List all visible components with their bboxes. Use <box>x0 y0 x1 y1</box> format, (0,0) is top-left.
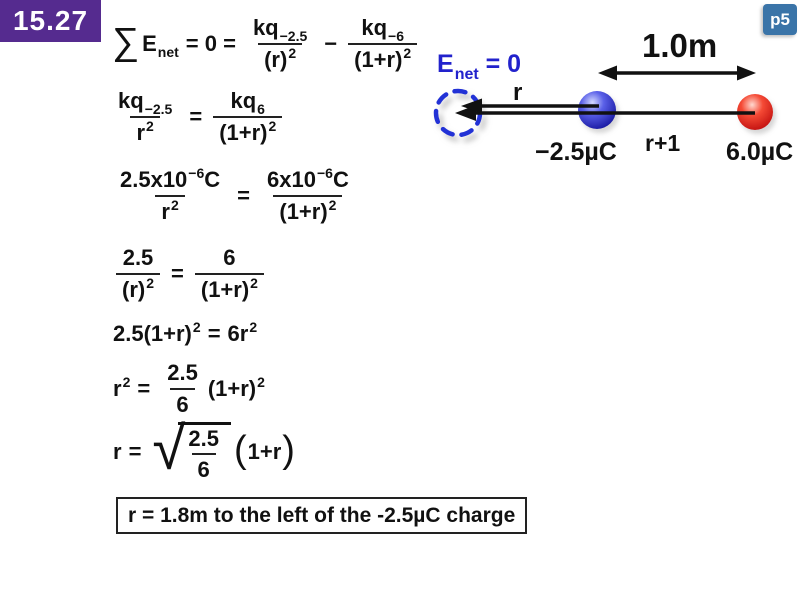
page-number-badge: p5 <box>763 4 797 35</box>
equation-square-root: r = √ 2.5 6 ( 1+r ) <box>113 415 295 482</box>
problem-number-badge: 15.27 <box>0 0 101 42</box>
fraction: 2.5x10−6C r2 <box>120 165 221 224</box>
equation-cross-multiplied: 2.5(1+r)2 = 6r2 <box>113 318 258 346</box>
fraction: kq−6 (1+r)2 <box>348 16 418 71</box>
r-distance-label: r <box>513 79 523 106</box>
summation-symbol: ∑ <box>112 21 140 63</box>
fraction: kq6 (1+r)2 <box>213 89 283 144</box>
equilibrium-point-circle <box>433 88 483 138</box>
fraction: kq−2.5 r2 <box>118 88 173 145</box>
negative-charge-label: −2.5µC <box>535 138 617 166</box>
equals-operator: = <box>237 182 251 208</box>
fraction: 2.5 (r)2 <box>116 246 161 301</box>
open-paren: ( <box>233 429 247 471</box>
equation-net-field: ∑ Enet = 0 = kq−2.5 (r)2 − kq−6 (1+r)2 <box>112 8 421 80</box>
equation-balance-kq: kq−2.5 r2 = kq6 (1+r)2 <box>108 84 286 150</box>
answer-box: r = 1.8m to the left of the -2.5µC charg… <box>116 497 528 534</box>
equals-operator: = <box>189 103 203 129</box>
positive-charge-label: 6.0µC <box>726 138 794 166</box>
radical-symbol: √ <box>152 415 186 482</box>
equals-operator: = <box>128 438 142 464</box>
equals-operator: = <box>137 375 151 401</box>
negative-charge-sphere <box>578 91 616 129</box>
r-arrow <box>461 98 599 114</box>
fraction: 2.5 6 <box>188 425 219 482</box>
equals-operator: = <box>207 320 221 346</box>
enet-zero-label: Enet = 0 <box>437 50 522 83</box>
fraction: 2.5 6 <box>167 360 198 417</box>
close-paren: ) <box>282 429 295 471</box>
separation-distance-label: 1.0m <box>642 27 718 64</box>
equation-r-squared: r2 = 2.5 6 (1+r)2 <box>113 360 265 417</box>
fraction: 6x10−6C (1+r)2 <box>267 165 349 224</box>
enet-term: Enet <box>142 30 179 60</box>
r-plus-one-label: r+1 <box>645 130 681 156</box>
r-plus-one-arrow <box>455 105 755 121</box>
fraction: kq−2.5 (r)2 <box>252 15 308 72</box>
positive-charge-sphere <box>737 94 773 130</box>
separation-distance-arrow <box>598 65 756 81</box>
fraction: 6 (1+r)2 <box>194 246 264 301</box>
minus-operator: − <box>324 30 338 56</box>
equals-zero: = 0 = <box>185 30 236 56</box>
equals-operator: = <box>171 260 184 286</box>
equation-charge-values: 2.5x10−6C r2 = 6x10−6C (1+r)2 <box>110 163 359 229</box>
square-root: √ 2.5 6 <box>150 415 231 482</box>
equation-simplified-ratio: 2.5 (r)2 = 6 (1+r)2 <box>112 243 268 305</box>
